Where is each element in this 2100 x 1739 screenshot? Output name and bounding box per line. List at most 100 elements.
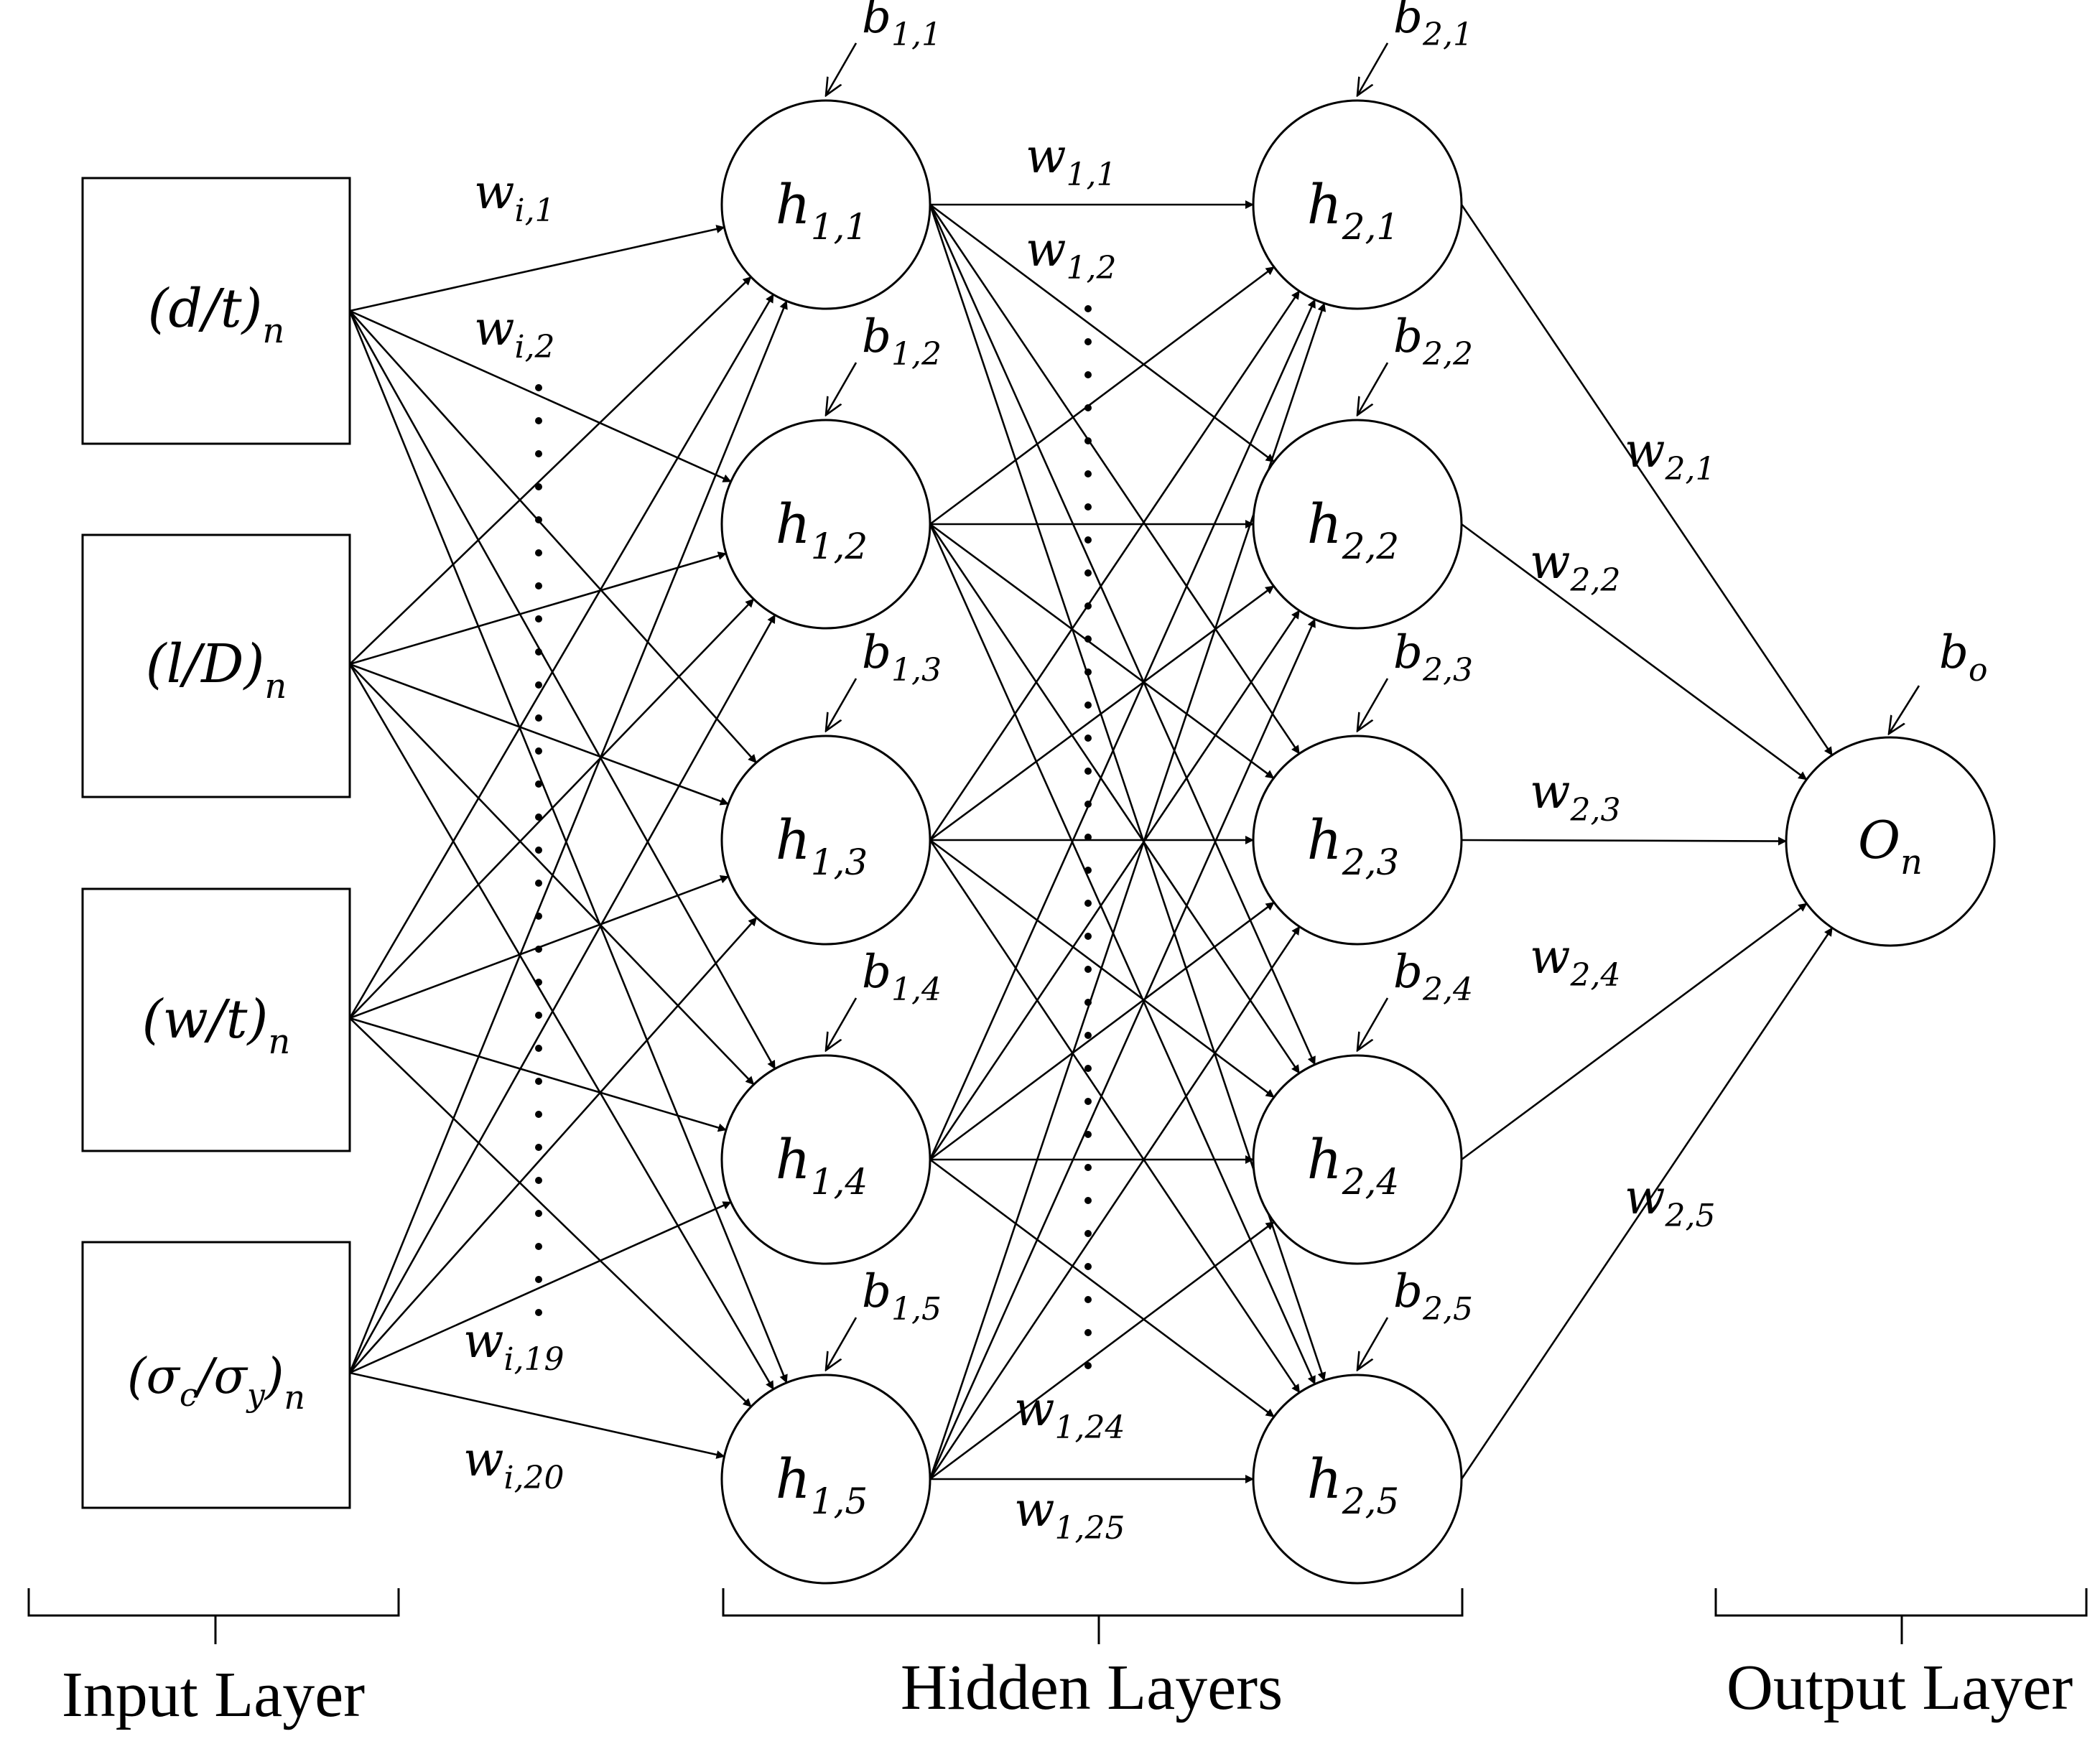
hidden2-node-3-bias-arrow: [1357, 678, 1389, 731]
input-node-4: (σc/σy)n: [81, 1241, 351, 1509]
output-label: O: [1858, 810, 1900, 870]
edge-h1-2-h2-4: [929, 523, 1301, 1074]
edge-h1-5-h2-4: [929, 1221, 1275, 1481]
edge-input3-h1-1: [348, 294, 774, 1019]
hidden1-node-3: h1,3b1,3: [720, 626, 942, 946]
omitted-weight-dot: [535, 648, 542, 656]
edge-input2-h1-2: [349, 551, 727, 666]
omitted-weight-dot: [535, 1045, 542, 1052]
hidden1-node-4: h1,4 b1,4: [720, 946, 942, 1265]
edge-input4-h1-3: [349, 917, 758, 1374]
omitted-weight-dot: [535, 1243, 542, 1250]
input-3-subscript: n: [268, 1022, 290, 1062]
omitted-weight-dot: [1084, 768, 1092, 775]
edge-input1-h1-4: [348, 310, 776, 1070]
omitted-weight-dot: [1084, 900, 1092, 907]
weight-label-wi20: wi,20: [463, 1432, 565, 1496]
hidden2-node-1-bias-arrow: [1357, 42, 1389, 95]
hidden2-node-2-bias-arrow: [1357, 362, 1389, 415]
weight-label-w24: w2,4: [1530, 929, 1620, 994]
hidden2-node-4-label: h2,4: [1307, 1127, 1399, 1203]
svg-text:(σc/σy)n: (σc/σy)n: [127, 1348, 305, 1417]
weight-label-wi2: wi,2: [474, 301, 555, 365]
weight-label-w21: w2,1: [1625, 423, 1715, 488]
weight-label-w23: w2,3: [1530, 764, 1620, 829]
edge-h1-4-h2-3: [929, 901, 1275, 1161]
weight-label-w11: w1,1: [1026, 129, 1116, 193]
hidden-layers-brace: [722, 1588, 1464, 1644]
omitted-weight-dot: [1084, 437, 1092, 444]
hidden1-node-3-label: h1,3: [776, 808, 868, 883]
omitted-weight-dot: [535, 681, 542, 689]
edge-h1-2-h2-3: [929, 523, 1275, 779]
omitted-weight-dot: [1084, 404, 1092, 411]
hidden2-node-5: h2,5b2,5: [1252, 1265, 1473, 1585]
edge-h1-1-h2-4: [929, 204, 1316, 1066]
input-2-label: (l/D): [146, 633, 265, 695]
omitted-weight-dot: [1084, 701, 1092, 709]
weight-label-w22: w2,2: [1530, 534, 1620, 599]
omitted-weight-dot: [1084, 735, 1092, 742]
omitted-weight-dot: [535, 913, 542, 920]
edge-h1-1-h2-3: [929, 204, 1301, 755]
hidden1-node-2-bias-label: b1,2: [862, 310, 942, 373]
omitted-weight-dot: [535, 1078, 542, 1085]
hidden2-node-3-label: h2,3: [1307, 808, 1399, 883]
hidden1-node-4-label: h1,4: [776, 1127, 868, 1203]
edge-h2-5-output: [1460, 927, 1834, 1480]
omitted-weight-dot: [1084, 1065, 1092, 1072]
omitted-weight-dot: [1084, 867, 1092, 874]
input-1-label: (d/t): [148, 278, 263, 340]
input-4-open: (σ: [127, 1348, 181, 1405]
input-1-subscript: n: [262, 311, 284, 351]
edge-input2-h1-3: [349, 663, 729, 806]
omitted-weight-dot: [1084, 1098, 1092, 1105]
weight-label-w124: w1,24: [1014, 1381, 1125, 1446]
omitted-weight-dot: [535, 1309, 542, 1316]
edge-input4-h1-1: [348, 300, 788, 1374]
edge-input2-h1-1: [349, 276, 752, 665]
omitted-weight-dot: [535, 1012, 542, 1019]
hidden1-node-1-bias-arrow: [826, 42, 858, 95]
hidden1-node-4-bias-label: b1,4: [862, 946, 942, 1008]
output-layer-brace: [1714, 1588, 2088, 1644]
hidden2-to-output-connections: [1460, 204, 1834, 1480]
edge-h2-2-output: [1461, 523, 1808, 780]
omitted-weight-dot: [1084, 668, 1092, 676]
omitted-weight-dot: [1084, 1296, 1092, 1303]
omitted-weight-dot: [1084, 1197, 1092, 1204]
input-node-2: (l/D)n: [81, 533, 351, 798]
omitted-weight-dot: [1084, 635, 1092, 643]
omitted-weight-dot: [535, 813, 542, 821]
edge-h1-5-h2-2: [929, 618, 1316, 1480]
omitted-weight-dot: [1084, 536, 1092, 544]
hidden2-node-4-bias-arrow: [1357, 997, 1389, 1050]
omitted-weight-dot: [1084, 1263, 1092, 1270]
omitted-weight-dot: [1084, 503, 1092, 510]
hidden1-node-4-bias-arrow: [826, 997, 858, 1050]
omitted-weight-dot: [535, 549, 542, 556]
hidden-layer-1: h1,1b1,1h1,2b1,2h1,3b1,3h1,4b1,4h1,5b1,5: [720, 0, 942, 1585]
hidden1-node-2: h1,2b1,2: [720, 310, 942, 630]
edge-h1-4-h2-1: [929, 299, 1316, 1160]
omitted-weight-dot: [1084, 1329, 1092, 1336]
hidden2-node-5-bias-label: b2,5: [1393, 1265, 1473, 1328]
edge-input4-h1-2: [348, 614, 776, 1374]
hidden2-node-1-label: h2,1: [1307, 172, 1399, 248]
hidden2-node-3-bias-label: b2,3: [1393, 626, 1473, 689]
output-subscript: n: [1900, 842, 1923, 882]
svg-text:(l/D)n: (l/D)n: [146, 633, 287, 707]
edge-h2-4-output: [1461, 903, 1808, 1161]
edge-h1-2-h2-1: [929, 266, 1275, 526]
hidden1-node-1: h1,1b1,1: [720, 0, 942, 310]
input-node-1: (d/t)n: [81, 177, 351, 445]
omitted-weight-dot: [1084, 602, 1092, 610]
edge-h1-1-h2-2: [929, 203, 1275, 463]
hidden2-node-2: h2,2b2,2: [1252, 310, 1473, 630]
input-4-subscript: n: [284, 1378, 305, 1417]
omitted-weight-dot: [535, 417, 542, 424]
omitted-weight-dot: [1084, 1032, 1092, 1039]
hidden1-node-1-bias-label: b1,1: [862, 0, 942, 53]
weight-label-w25: w2,5: [1625, 1170, 1715, 1234]
